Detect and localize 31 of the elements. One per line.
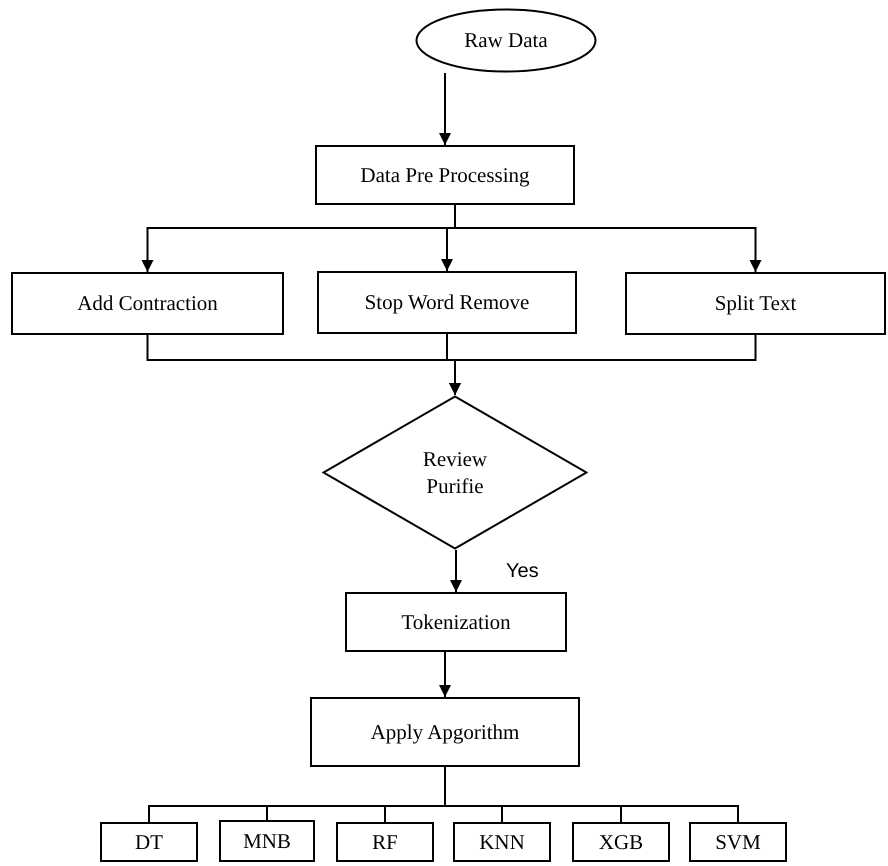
arrow [454, 205, 762, 272]
process-box [219, 820, 315, 862]
node-label: Apply Apgorithm [370, 718, 520, 746]
node-label: KNN [479, 828, 525, 856]
process-box [625, 272, 886, 335]
process-box [336, 822, 434, 862]
node-label: DT [135, 828, 163, 856]
node-label: XGB [598, 828, 644, 856]
process-box [317, 271, 577, 334]
arrow [439, 652, 451, 697]
process-box [345, 592, 567, 652]
process-box [315, 145, 575, 205]
node-label: Stop Word Remove [364, 289, 530, 316]
node-label: Add Contraction [77, 290, 218, 317]
node-label: Tokenization [401, 608, 511, 636]
process-box [100, 822, 198, 862]
process-box [453, 822, 551, 862]
node-label: MNB [243, 828, 291, 854]
arrow [450, 550, 462, 592]
process-box [11, 272, 284, 335]
process-box [310, 697, 580, 767]
node-label: Raw Data [464, 27, 548, 54]
node-label: Split Text [714, 290, 796, 317]
arrow [449, 335, 756, 395]
node-label: Data Pre Processing [360, 162, 530, 188]
node-label: SVM [715, 828, 761, 856]
node-label: Review Purifie [422, 446, 488, 499]
process-box [572, 822, 670, 862]
process-box [689, 822, 787, 862]
node-label: RF [372, 828, 398, 856]
arrow [439, 73, 451, 145]
